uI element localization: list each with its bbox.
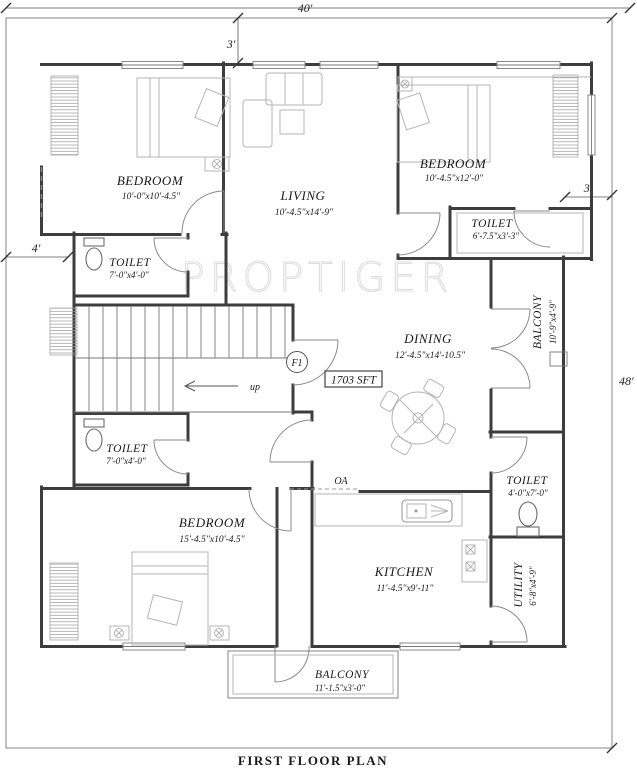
label-utility: UTILITY bbox=[513, 561, 525, 607]
door-balcony-right-2 bbox=[490, 348, 531, 389]
plan-title: FIRST FLOOR PLAN bbox=[238, 753, 388, 768]
label-balcony-right: BALCONY bbox=[532, 294, 544, 349]
label-kitchen: KITCHEN bbox=[374, 564, 434, 579]
property-boundary bbox=[5, 17, 613, 749]
dims-kitchen: 11'-4.5"x9'-11" bbox=[377, 584, 435, 594]
bed-bottom bbox=[109, 551, 230, 646]
dining-table bbox=[379, 378, 457, 456]
flat-reference: F1 bbox=[286, 351, 308, 373]
wardrobe-bottom bbox=[49, 562, 79, 641]
label-living: LIVING bbox=[280, 188, 326, 203]
windows bbox=[121, 61, 596, 651]
door-toilet-top-right bbox=[513, 210, 551, 248]
dims-living: 10'-4.5"x14'-9" bbox=[275, 208, 334, 218]
label-dining: DINING bbox=[403, 331, 452, 346]
area-label: 1703 SFT bbox=[331, 375, 378, 387]
dims-dining: 12'-4.5"x14'-10.5" bbox=[395, 351, 466, 361]
bed-top-right bbox=[396, 76, 491, 163]
watermark: PROPTIGER bbox=[180, 254, 454, 301]
door-toilet-mid-left bbox=[153, 237, 189, 273]
label-bedroom-top-right: BEDROOM bbox=[420, 156, 487, 171]
dims-toilet-bottom-right: 4'-0"x7'-0" bbox=[508, 488, 548, 498]
balcony-right-ledge bbox=[549, 351, 568, 367]
label-bedroom-top-left: BEDROOM bbox=[117, 173, 184, 188]
wc-toilet-bottom-left bbox=[83, 418, 105, 452]
label-toilet-top-right: TOILET bbox=[471, 218, 513, 230]
staircase: up bbox=[49, 306, 293, 411]
door-bedroom-top-left bbox=[181, 190, 225, 234]
wc-toilet-mid-left bbox=[83, 237, 105, 271]
door-balcony-bottom bbox=[274, 645, 310, 683]
stair-shaft-hatch bbox=[49, 307, 78, 356]
dim-total-width: 40' bbox=[298, 1, 313, 15]
watermark-text: PROPTIGER bbox=[181, 255, 454, 301]
room-labels: BEDROOM 10'-0"x10'-4.5" LIVING 10'-4.5"x… bbox=[106, 156, 558, 693]
sofa-set-living bbox=[242, 72, 323, 148]
door-toilet-bottom-left bbox=[153, 439, 189, 475]
sink-drainboard bbox=[430, 504, 449, 518]
up-arrow bbox=[183, 380, 238, 392]
label-toilet-bottom-left: TOILET bbox=[106, 443, 148, 455]
fixtures bbox=[83, 237, 540, 583]
dims-utility: 6'-8"x4'-9" bbox=[528, 566, 538, 606]
walls bbox=[40, 61, 593, 648]
dining-chairs bbox=[379, 378, 457, 456]
label-balcony-bottom: BALCONY bbox=[315, 669, 370, 681]
door-toilet-bottom-right bbox=[490, 436, 528, 474]
dim-setback-right: 3' bbox=[583, 181, 593, 195]
dims-toilet-top-right: 6'-7.5"x3'-3" bbox=[473, 231, 519, 241]
door-balcony-right-1 bbox=[490, 308, 531, 349]
dim-setback-top: 3' bbox=[226, 37, 236, 51]
open-area-marker: OA bbox=[290, 476, 360, 490]
open-area-label: OA bbox=[334, 476, 348, 487]
wardrobe-top-left bbox=[50, 75, 79, 156]
dim-total-height: 48' bbox=[619, 374, 634, 388]
dims-toilet-bottom-left: 7'-0"x4'-0" bbox=[106, 456, 146, 466]
door-bedroom-top-right bbox=[397, 212, 441, 256]
label-toilet-bottom-right: TOILET bbox=[506, 475, 548, 487]
dims-balcony-bottom: 11'-1.5"x3'-0" bbox=[315, 683, 365, 693]
kitchen-counter bbox=[314, 493, 463, 527]
dims-bedroom-top-left: 10'-0"x10'-4.5" bbox=[122, 192, 181, 202]
doors bbox=[153, 190, 551, 683]
dims-bedroom-bottom: 15'-4.5"x10'-4.5" bbox=[179, 535, 245, 545]
dims-bedroom-top-right: 10'-4.5"x12'-0" bbox=[425, 174, 484, 184]
wardrobe-top-right bbox=[552, 74, 579, 158]
door-hall-passage bbox=[269, 419, 313, 463]
door-bedroom-bottom bbox=[248, 488, 292, 532]
toilet-tr-inner-line bbox=[456, 212, 584, 254]
door-utility bbox=[490, 605, 528, 643]
furniture bbox=[49, 72, 579, 646]
stove bbox=[461, 539, 488, 583]
area-box: 1703 SFT bbox=[324, 370, 383, 388]
bed-top-left bbox=[136, 77, 231, 172]
dim-setback-left: 4' bbox=[32, 241, 41, 255]
dims-balcony-right: 10'-9"x4'-9" bbox=[548, 300, 558, 344]
dims-toilet-mid-left: 7'-0"x4'-0" bbox=[109, 270, 149, 280]
stair-up-label: up bbox=[250, 382, 260, 393]
wc-toilet-bottom-right bbox=[516, 501, 540, 537]
label-bedroom-bottom: BEDROOM bbox=[179, 515, 246, 530]
flat-label: F1 bbox=[290, 358, 302, 369]
label-toilet-mid-left: TOILET bbox=[109, 257, 151, 269]
balcony-bottom-parapet bbox=[227, 650, 399, 699]
